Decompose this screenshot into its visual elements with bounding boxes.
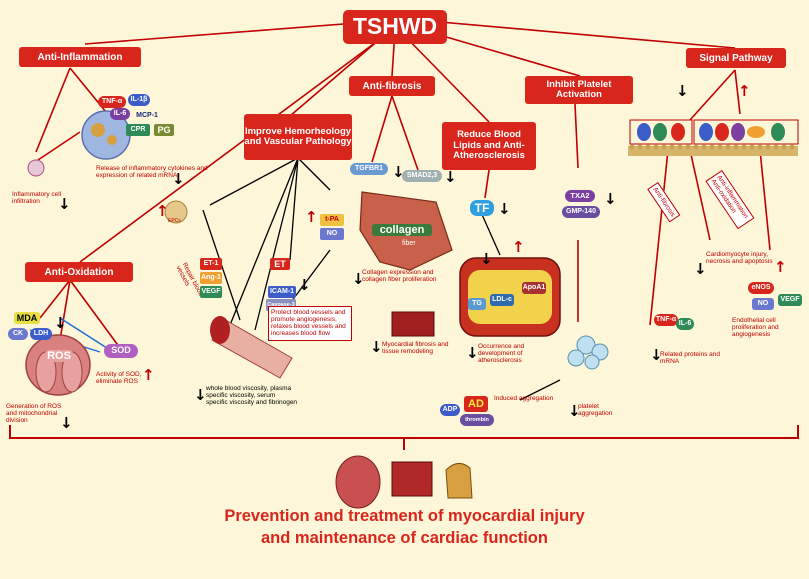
- marker-tf: TF: [470, 200, 494, 216]
- label-platelet-aggregation: platelet aggregation: [578, 403, 613, 417]
- label-induced-aggregation: Induced aggregation: [494, 395, 554, 402]
- marker-collagen: collagen: [372, 224, 432, 236]
- marker-et1: ET-1: [200, 258, 222, 270]
- label-collagen-expression: Collagen expression and collagen fiber p…: [362, 269, 437, 283]
- marker-vegf-signal: VEGF: [778, 294, 802, 306]
- label-cardiomyocyte: Cardiomyocyte injury, necrosis and apopt…: [706, 251, 773, 265]
- down-arrow-tf: ↓: [498, 200, 511, 218]
- down-arrow-mda: ↓: [54, 314, 67, 332]
- marker-sod: SOD: [104, 344, 138, 358]
- marker-tnf-signal: TNF-α: [654, 314, 678, 326]
- marker-apoa1: ApoA1: [522, 282, 546, 294]
- marker-enos: eNOS: [748, 282, 774, 294]
- marker-tgfbr1: TGFBR1: [350, 163, 388, 175]
- marker-tpa: t-PA: [320, 214, 344, 226]
- marker-il6-signal: IL-6: [676, 318, 694, 330]
- down-arrow-cardiomyocyte: ↓: [694, 260, 707, 278]
- marker-ang1: Ang-1: [200, 272, 222, 284]
- footer-line-2: and maintenance of cardiac function: [261, 529, 548, 547]
- up-arrow-sod: ↑: [142, 366, 155, 384]
- marker-il1b: IL-1β: [128, 94, 150, 106]
- label-atherosclerosis: Occurrence and development of atheroscle…: [478, 343, 525, 364]
- label-inflammatory-release: Release of inflammatory cytokines and ex…: [96, 165, 208, 179]
- down-arrow-fibrosis: ↓: [370, 338, 383, 356]
- down-arrow-viscosity: ↓: [194, 386, 207, 404]
- marker-txa2: TXA2: [565, 190, 595, 202]
- label-myocardial-fibrosis: Myocardial fibrosis and tissue remodelin…: [382, 341, 449, 355]
- down-arrow-collagen: ↓: [352, 270, 365, 288]
- down-arrow-athero: ↓: [466, 344, 479, 362]
- down-arrow-et: ↓: [298, 276, 311, 294]
- marker-il6: IL-6: [110, 108, 130, 120]
- marker-ldh: LDH: [30, 328, 52, 340]
- section-anti-inflammation: Anti-Inflammation: [19, 47, 141, 67]
- section-signal-pathway: Signal Pathway: [686, 48, 786, 68]
- label-viscosity: whole blood viscosity, plasma specific v…: [206, 385, 298, 406]
- up-arrow-epcs: ↑: [156, 202, 169, 220]
- label-ros-generation: Generation of ROS and mitochondrial divi…: [6, 403, 62, 424]
- marker-fiber: fiber: [402, 240, 416, 247]
- down-arrow-related: ↓: [650, 346, 663, 364]
- section-anti-fibrosis: Anti-fibrosis: [349, 76, 435, 96]
- marker-smad: SMAD2,3: [402, 170, 442, 182]
- section-inhibit-platelet: Inhibit Platelet Activation: [525, 76, 633, 104]
- title-box: TSHWD: [343, 10, 447, 44]
- marker-no: NO: [320, 228, 344, 240]
- marker-adp: ADP: [440, 404, 460, 416]
- marker-ad: AD: [464, 396, 488, 412]
- marker-vegf: VEGF: [200, 286, 222, 298]
- marker-mda: MDA: [14, 312, 40, 324]
- down-arrow-infiltration: ↓: [58, 195, 71, 213]
- marker-pg: PG: [154, 124, 174, 136]
- marker-epcs: EPCs: [168, 218, 181, 224]
- down-arrow-smad: ↓: [444, 168, 457, 186]
- up-arrow-apoa1: ↑: [512, 238, 525, 256]
- marker-icam1: ICAM-1: [268, 286, 296, 298]
- up-arrow-enos: ↑: [774, 258, 787, 276]
- down-arrow-ros: ↓: [60, 414, 73, 432]
- down-arrow-platelet: ↓: [568, 402, 581, 420]
- up-arrow-signal-2: ↑: [738, 82, 751, 100]
- marker-tg: TG: [468, 298, 486, 310]
- up-arrow-tpa: ↑: [305, 208, 318, 226]
- footer-line-1: Prevention and treatment of myocardial i…: [224, 507, 585, 525]
- label-endothelial: Endothelial cell proliferation and angio…: [732, 317, 779, 338]
- down-arrow-tgfbr1: ↓: [392, 163, 405, 181]
- marker-ros: ROS: [44, 350, 74, 362]
- marker-tnf-alpha: TNF-α: [98, 96, 126, 108]
- marker-ck: CK: [8, 328, 28, 340]
- marker-et: ET: [270, 258, 290, 270]
- down-arrow-release: ↓: [172, 170, 185, 188]
- down-arrow-signal-1: ↓: [676, 82, 689, 100]
- section-reduce-blood-lipids: Reduce Blood Lipids and Anti-Atheroscler…: [442, 122, 536, 170]
- marker-no-signal: NO: [752, 298, 774, 310]
- marker-thrombin: thrombin: [460, 414, 494, 426]
- marker-crp: CPR: [126, 124, 150, 136]
- label-sod-activity: Activity of SOD, eliminate ROS: [96, 371, 142, 385]
- marker-gmp140: GMP-140: [562, 206, 600, 218]
- marker-ldlc: LDL-c: [490, 294, 514, 306]
- section-anti-oxidation: Anti-Oxidation: [25, 262, 133, 282]
- section-improve-hemorheology: Improve Hemorheology and Vascular Pathol…: [244, 114, 352, 160]
- label-inflammatory-cell: Inflammatory cell infiltration: [12, 191, 62, 205]
- down-arrow-lipids: ↓: [480, 250, 493, 268]
- marker-mcp1: MCP-1: [136, 112, 158, 119]
- label-related-proteins: Related proteins and mRNA: [660, 351, 720, 365]
- down-arrow-txa2: ↓: [604, 190, 617, 208]
- label-protect-vessels: Protect blood vessels and promote angiog…: [268, 306, 352, 341]
